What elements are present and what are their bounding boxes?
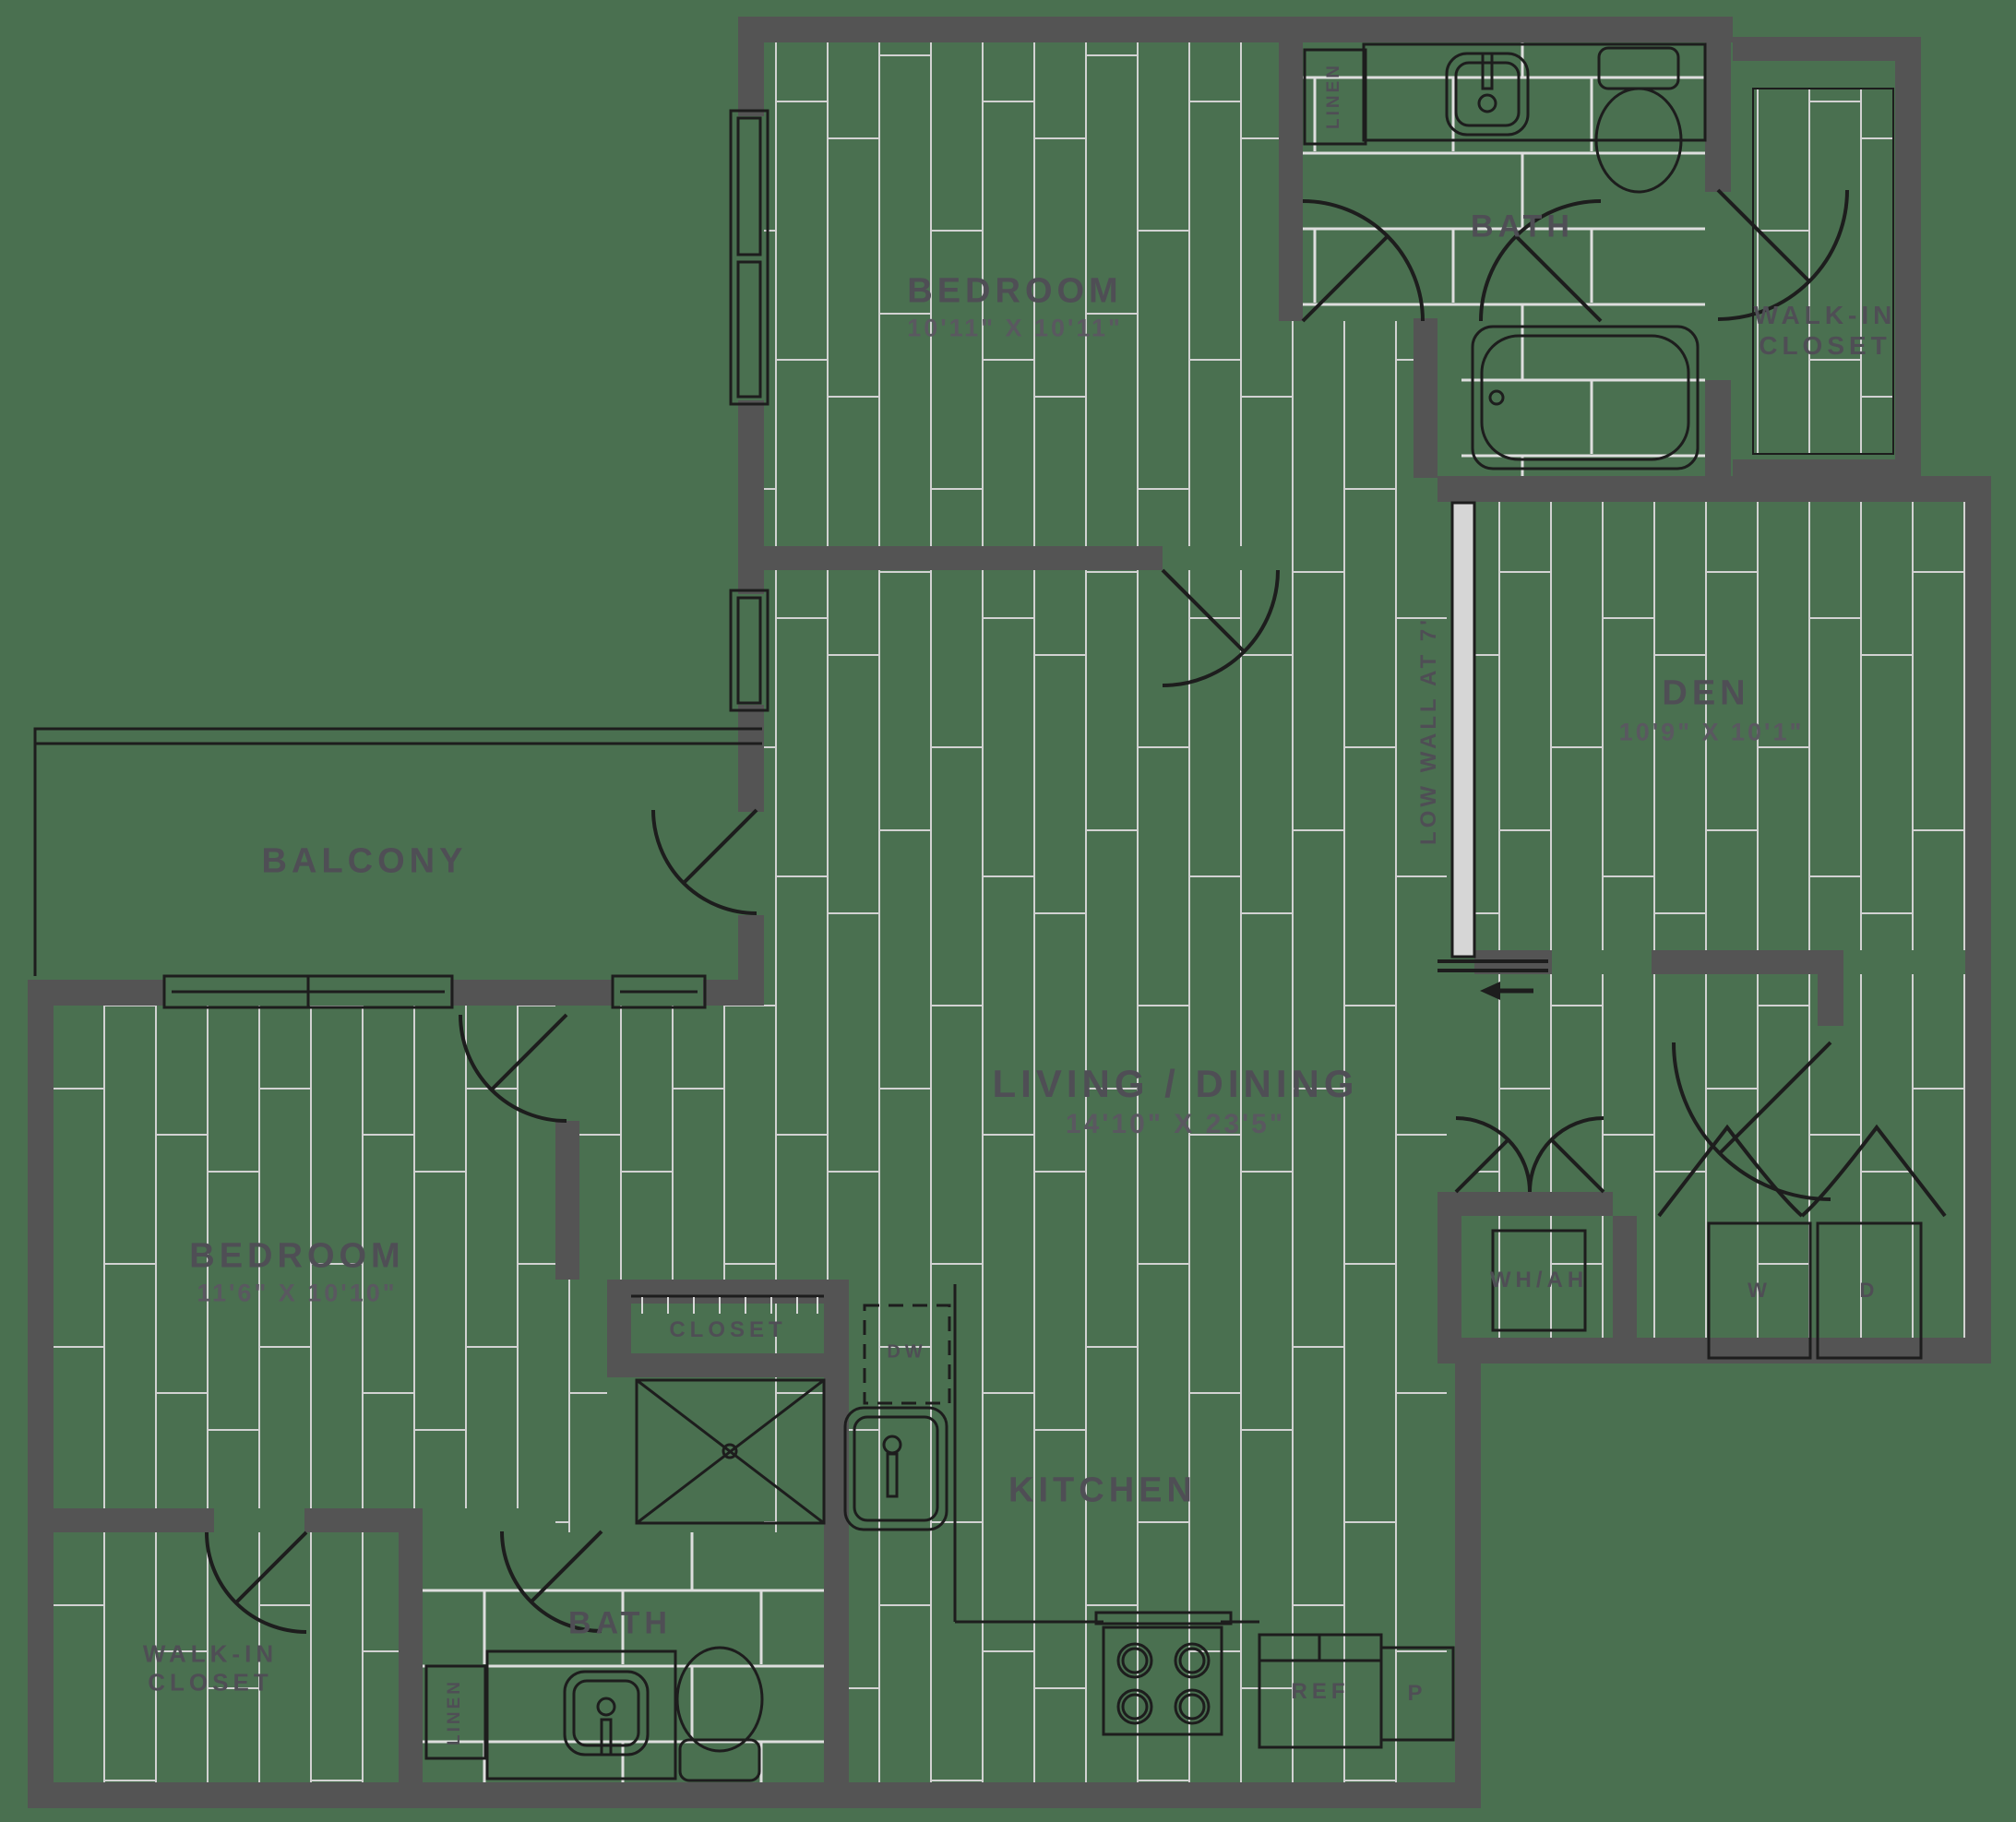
closet-label: CLOSET: [669, 1317, 787, 1342]
bath1-sink-icon: [1445, 52, 1530, 137]
washer-box: [1707, 1221, 1812, 1360]
wic2-floor: [54, 1532, 399, 1782]
den-floor: [1474, 502, 1965, 950]
hallway-floor: [1279, 321, 1437, 572]
linen1-box: [1303, 48, 1367, 146]
bath2-vanity: [485, 1649, 677, 1780]
walls: [28, 17, 1991, 1808]
water-heater-label: WH/AH: [1489, 1268, 1589, 1292]
dryer-box: [1816, 1221, 1923, 1360]
wic1-floor: [1752, 88, 1894, 455]
whah-door-left: [1454, 1116, 1532, 1194]
pantry-label: P: [1407, 1681, 1427, 1706]
bedroom2-window-b: [611, 974, 707, 1009]
wic1-door: [1716, 188, 1849, 321]
linen2-label: LINEN: [445, 1679, 464, 1745]
den-label: DEN: [1662, 673, 1750, 713]
den-slider-track: [1437, 959, 1548, 972]
bedroom1-floor: [764, 42, 1279, 546]
bedroom2-dims: 11'6" X 10'10": [197, 1279, 398, 1307]
living-window: [729, 589, 769, 712]
linen2-box: [424, 1664, 487, 1760]
doors: [205, 188, 1947, 1634]
windows: [33, 109, 769, 1009]
den-dims: 10'9" X 10'1": [1618, 718, 1805, 746]
range-icon: [1094, 1611, 1233, 1736]
entry-door: [1672, 1041, 1832, 1201]
water-heater-box: [1491, 1229, 1587, 1332]
dryer-label: D: [1859, 1279, 1879, 1302]
balcony-door: [651, 808, 758, 915]
fridge-label: REF: [1291, 1679, 1350, 1704]
bath2-toilet-icon: [675, 1646, 764, 1782]
living-kitchen-floor: [764, 570, 1447, 1782]
kitchen-label: KITCHEN: [1008, 1471, 1197, 1510]
hall-floor: [579, 1006, 764, 1284]
kitchen-counter: [953, 1284, 1259, 1624]
washer-label: W: [1748, 1279, 1771, 1302]
balcony-rail: [33, 727, 762, 976]
bath2-sink-icon: [563, 1670, 650, 1757]
bath1-vanity: [1362, 42, 1707, 142]
floors: [54, 42, 1965, 1782]
bedroom2-label: BEDROOM: [189, 1236, 405, 1276]
fixtures: [424, 42, 1923, 1782]
tub-room-door: [1479, 199, 1603, 323]
bath2-floor: [423, 1532, 824, 1782]
bath1-label: BATH: [1471, 208, 1574, 244]
balcony-label: BALCONY: [261, 841, 468, 881]
low-wall-label: LOW WALL AT 7': [1416, 616, 1441, 845]
bedroom2-floor: [54, 1006, 555, 1508]
wic2-door: [205, 1530, 308, 1634]
dishwasher-box: [863, 1304, 951, 1405]
wic1-label: WALK-IN CLOSET: [1753, 300, 1897, 360]
bath2-door: [500, 1530, 603, 1633]
bedroom1-window: [729, 109, 769, 406]
wd-bifold-right: [1800, 1124, 1947, 1218]
closet-rod-ticks: [641, 1297, 818, 1314]
kitchen-sink-icon: [843, 1406, 948, 1531]
entry-arrow: [1480, 982, 1533, 1000]
tub-icon: [1471, 325, 1700, 470]
living-label: LIVING / DINING: [992, 1062, 1359, 1105]
wd-bifold-left: [1657, 1124, 1804, 1218]
bedroom2-door: [459, 1013, 568, 1123]
bedroom1-dims: 10'11" X 10'11": [907, 314, 1123, 342]
whah-door-right: [1528, 1116, 1605, 1194]
linen1-label: LINEN: [1324, 63, 1343, 129]
bath1-door-left: [1301, 199, 1425, 323]
bath1-toilet-icon: [1594, 46, 1683, 194]
bath2-label: BATH: [568, 1605, 672, 1641]
bedroom1-label: BEDROOM: [907, 271, 1123, 311]
bath2-corridor-floor: [555, 1280, 607, 1533]
dishwasher-label: DW: [887, 1341, 927, 1363]
wic2-label: WALK-IN CLOSET: [142, 1639, 279, 1696]
shower-icon: [635, 1378, 826, 1525]
low-wall: [1450, 501, 1476, 959]
living-dims: 14'10" X 23'5": [1065, 1109, 1286, 1139]
bedroom1-door: [1161, 568, 1280, 687]
pantry-box: [1379, 1646, 1455, 1742]
